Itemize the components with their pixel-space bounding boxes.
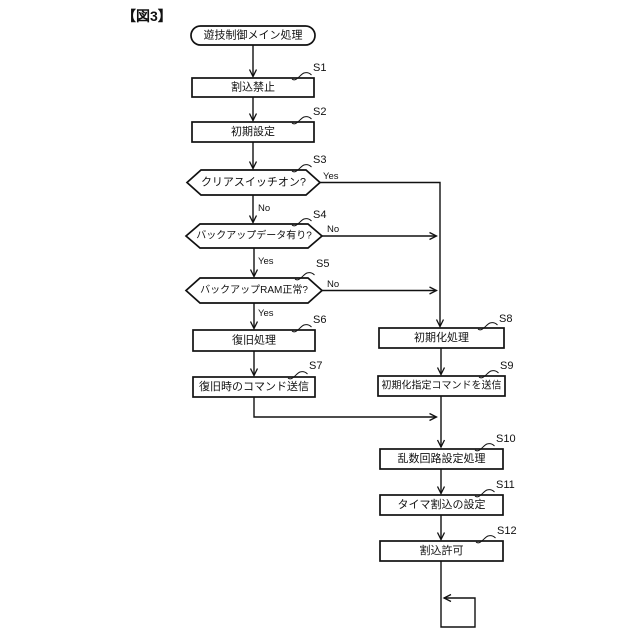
node-s11: タイマ割込の設定 S11 — [379, 479, 515, 516]
node-s6: 復旧処理 S6 — [192, 314, 326, 352]
node-s7-label: 復旧時のコマンド送信 — [199, 379, 309, 393]
node-s5-label: バックアップRAM正常? — [200, 283, 308, 296]
decision-hexagon-s3 — [185, 169, 322, 196]
step-id-s9-leader — [478, 370, 499, 379]
step-id-s6: S6 — [313, 314, 326, 326]
branch-label-s4-yes: Yes — [258, 256, 274, 267]
step-id-s3: S3 — [313, 154, 326, 166]
step-id-s5: S5 — [316, 258, 329, 270]
node-s1-label: 割込禁止 — [231, 80, 275, 94]
node-s2-label: 初期設定 — [231, 124, 275, 138]
edge-main-loop — [440, 561, 476, 628]
step-id-s1: S1 — [313, 62, 326, 74]
step-id-s2-leader — [291, 116, 312, 125]
process-box-s7 — [192, 376, 316, 398]
decision-hexagon-s5 — [184, 277, 324, 304]
process-box-s9 — [377, 375, 506, 397]
process-box-s2 — [191, 121, 315, 143]
process-box-s1 — [191, 77, 315, 98]
branch-label-s4-no: No — [327, 224, 339, 235]
node-s12: 割込許可 S12 — [379, 525, 517, 562]
node-s3-label: クリアスイッチオン? — [201, 176, 306, 189]
step-id-s12-leader — [475, 535, 496, 544]
node-s4: バックアップデータ有り? S4 No Yes — [184, 209, 339, 267]
branch-label-s3-no: No — [258, 203, 270, 214]
node-s10-label: 乱数回路設定処理 — [398, 451, 486, 465]
node-s7: 復旧時のコマンド送信 S7 — [192, 360, 322, 398]
step-id-s11: S11 — [496, 479, 515, 491]
node-s11-label: タイマ割込の設定 — [398, 497, 486, 511]
edge-s7-to-junction — [253, 397, 438, 422]
branch-label-s3-yes: Yes — [323, 171, 339, 182]
step-id-s8-leader — [477, 322, 498, 331]
node-s8: 初期化処理 S8 — [378, 313, 512, 349]
step-id-s7-leader — [287, 371, 308, 380]
step-id-s9: S9 — [500, 360, 513, 372]
step-id-s4: S4 — [313, 209, 326, 221]
decision-hexagon-s4 — [184, 223, 324, 249]
node-s1: 割込禁止 S1 — [191, 62, 326, 98]
step-id-s10-leader — [474, 443, 495, 452]
node-start-label: 遊技制御メイン処理 — [204, 28, 303, 42]
step-id-s1-leader — [291, 72, 312, 81]
node-s2: 初期設定 S2 — [191, 106, 326, 143]
node-s8-label: 初期化処理 — [414, 330, 469, 344]
step-id-s6-leader — [291, 324, 312, 333]
branch-label-s5-no: No — [327, 279, 339, 290]
node-s12-label: 割込許可 — [420, 543, 464, 557]
node-s3: クリアスイッチオン? S3 Yes No — [185, 154, 339, 214]
node-s9: 初期化指定コマンドを送信 S9 — [377, 360, 513, 397]
figure-label: 【図3】 — [122, 8, 172, 24]
node-s4-label: バックアップデータ有り? — [196, 229, 312, 242]
step-id-s8: S8 — [499, 313, 512, 325]
edge-s3-yes-to-s8 — [320, 181, 445, 328]
branch-label-s5-yes: Yes — [258, 308, 274, 319]
node-start: 遊技制御メイン処理 — [190, 25, 316, 46]
step-id-s5-leader — [294, 272, 315, 281]
step-id-s10: S10 — [496, 433, 516, 445]
process-box-s11 — [379, 494, 504, 516]
process-box-s8 — [378, 327, 505, 349]
step-id-s12: S12 — [497, 525, 517, 537]
process-box-s10 — [379, 448, 504, 470]
process-box-s12 — [379, 540, 504, 562]
step-id-s3-leader — [291, 164, 312, 173]
step-id-s11-leader — [474, 489, 495, 498]
terminal-box — [190, 25, 316, 46]
step-id-s7: S7 — [309, 360, 322, 372]
node-s5: バックアップRAM正常? S5 No Yes — [184, 258, 339, 319]
node-s9-label: 初期化指定コマンドを送信 — [382, 379, 502, 392]
edges — [248, 45, 476, 628]
process-box-s6 — [192, 329, 316, 352]
step-id-s2: S2 — [313, 106, 326, 118]
step-id-s4-leader — [291, 218, 312, 227]
node-s10: 乱数回路設定処理 S10 — [379, 433, 516, 470]
node-s6-label: 復旧処理 — [232, 334, 276, 347]
